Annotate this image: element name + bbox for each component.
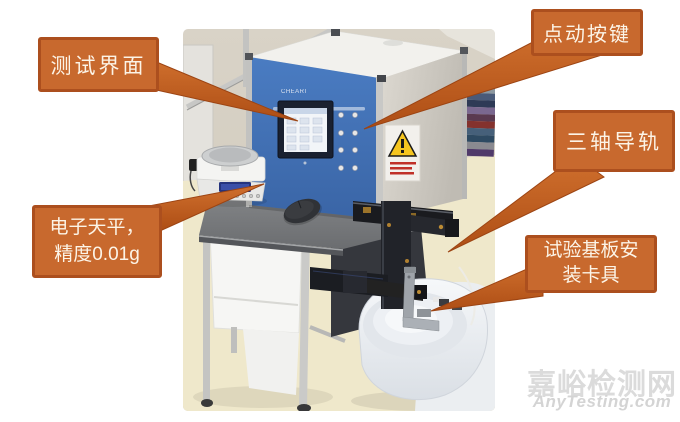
callout-electronic-balance-line1: 电子天平， xyxy=(49,216,145,238)
callout-test-interface-label: 测试界面 xyxy=(50,54,147,78)
corner-cap xyxy=(245,53,253,60)
frame-post-front-right xyxy=(376,77,383,221)
callout-electronic-balance-line2: 精度0.01g xyxy=(54,243,140,265)
equipment-photo: CHEARI xyxy=(183,29,495,411)
corner-cap xyxy=(377,75,386,82)
callout-substrate-fixture-line1: 试验基板安 xyxy=(543,240,639,262)
hinge-block xyxy=(439,299,449,306)
equipment-photo-scene: CHEARI xyxy=(183,29,495,411)
frame-post-back-right xyxy=(462,49,467,199)
cart-shadow xyxy=(193,386,333,408)
callout-substrate-fixture-line2: 装卡具 xyxy=(562,265,620,286)
callout-jog-buttons: 点动按键 xyxy=(531,9,643,56)
carriage-arm-upper xyxy=(411,215,455,237)
machine-top-vent xyxy=(383,40,403,46)
watermark-site-domain: AnyTesting.com xyxy=(532,392,672,411)
panel-brand-text: CHEARI xyxy=(281,89,307,95)
corner-cap xyxy=(460,47,468,54)
frame-post-left xyxy=(246,55,252,207)
corner-cap xyxy=(331,29,340,36)
hinge-block xyxy=(452,303,462,310)
callout-jog-buttons-label: 点动按键 xyxy=(543,24,631,46)
callout-electronic-balance: 电子天平， 精度0.01g xyxy=(32,205,162,278)
computer-mouse xyxy=(283,198,322,226)
callout-test-interface: 测试界面 xyxy=(38,37,159,92)
jog-button-cluster xyxy=(338,112,358,171)
substrate-mounting-fixture xyxy=(402,266,440,332)
callout-three-axis-rails: 三轴导轨 xyxy=(553,110,675,172)
touchscreen xyxy=(277,100,334,165)
machine-head: CHEARI xyxy=(245,29,468,222)
watermark-site-name: 嘉峪检测网 xyxy=(526,369,677,401)
callout-substrate-fixture: 试验基板安 装卡具 xyxy=(525,235,657,293)
warning-sticker xyxy=(384,124,421,182)
callout-three-axis-rails-label: 三轴导轨 xyxy=(566,131,662,154)
balance-power-plug xyxy=(189,159,198,171)
